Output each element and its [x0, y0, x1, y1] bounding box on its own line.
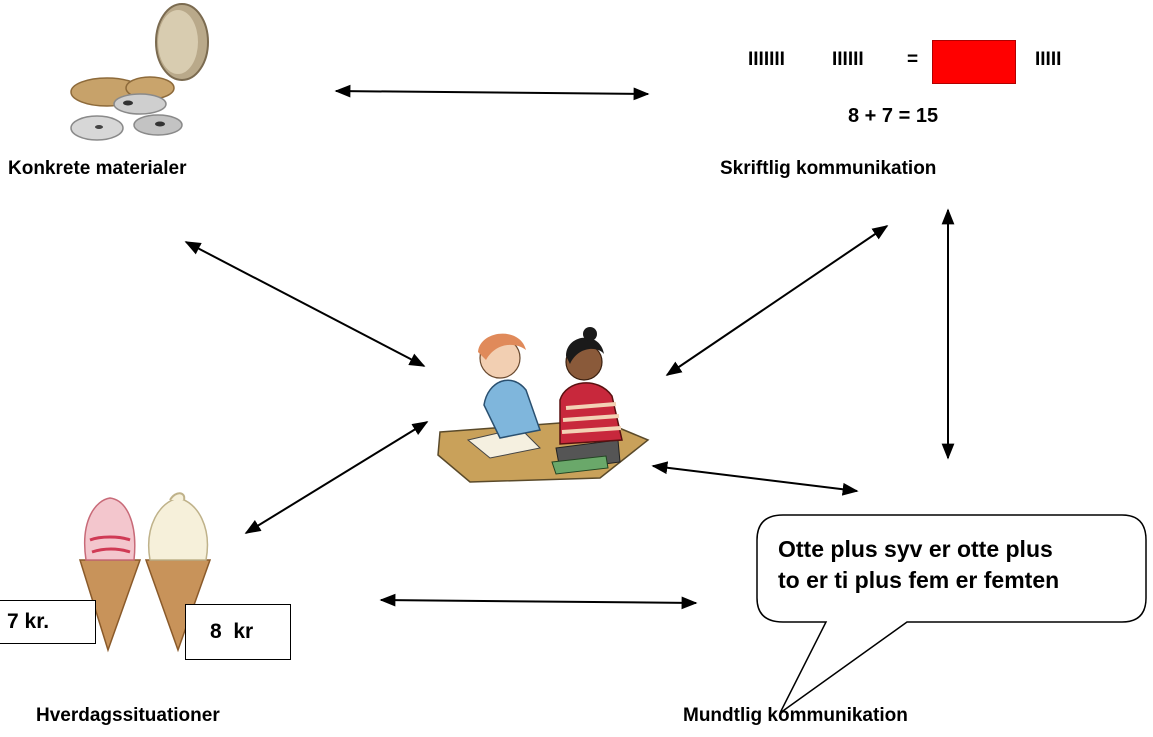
price-right-text: 8 kr: [210, 620, 254, 643]
ice-cream-cones-image: [78, 492, 212, 653]
arrow-everyday-students: [244, 421, 429, 534]
tally-marks-c: IIIII: [1035, 49, 1062, 70]
speech-bubble-text: Otte plus syv er otte plus to er ti plus…: [778, 534, 1153, 596]
red-unknown-box: [932, 40, 1016, 84]
arrow-concrete-students: [184, 241, 426, 367]
tally-marks-b: IIIIII: [832, 49, 864, 70]
price-tag-left: 7 kr.: [0, 600, 96, 644]
students-studying-clipart: [437, 327, 650, 483]
equals-sign: =: [907, 49, 919, 70]
price-left-text: 7 kr.: [7, 610, 50, 633]
label-concrete-materials: Konkrete materialer: [8, 158, 187, 179]
label-written-communication: Skriftlig kommunikation: [720, 158, 937, 179]
arrow-concrete-written: [334, 84, 650, 101]
arrow-written-students: [665, 225, 889, 376]
price-tag-right: 8 kr: [185, 604, 291, 660]
label-oral-communication: Mundtlig kommunikation: [683, 705, 908, 726]
tally-marks-a: IIIIIII: [748, 49, 785, 70]
speech-line-1: Otte plus syv er otte plus: [778, 536, 1053, 562]
arrow-students-oral: [651, 461, 859, 496]
speech-bubble: [756, 514, 1147, 714]
coins-image: [70, 3, 209, 141]
arrow-everyday-oral: [379, 593, 698, 610]
label-everyday-situations: Hverdagssituationer: [36, 705, 220, 726]
equation-text: 8 + 7 = 15: [848, 105, 939, 127]
speech-line-2: to er ti plus fem er femten: [778, 567, 1060, 593]
